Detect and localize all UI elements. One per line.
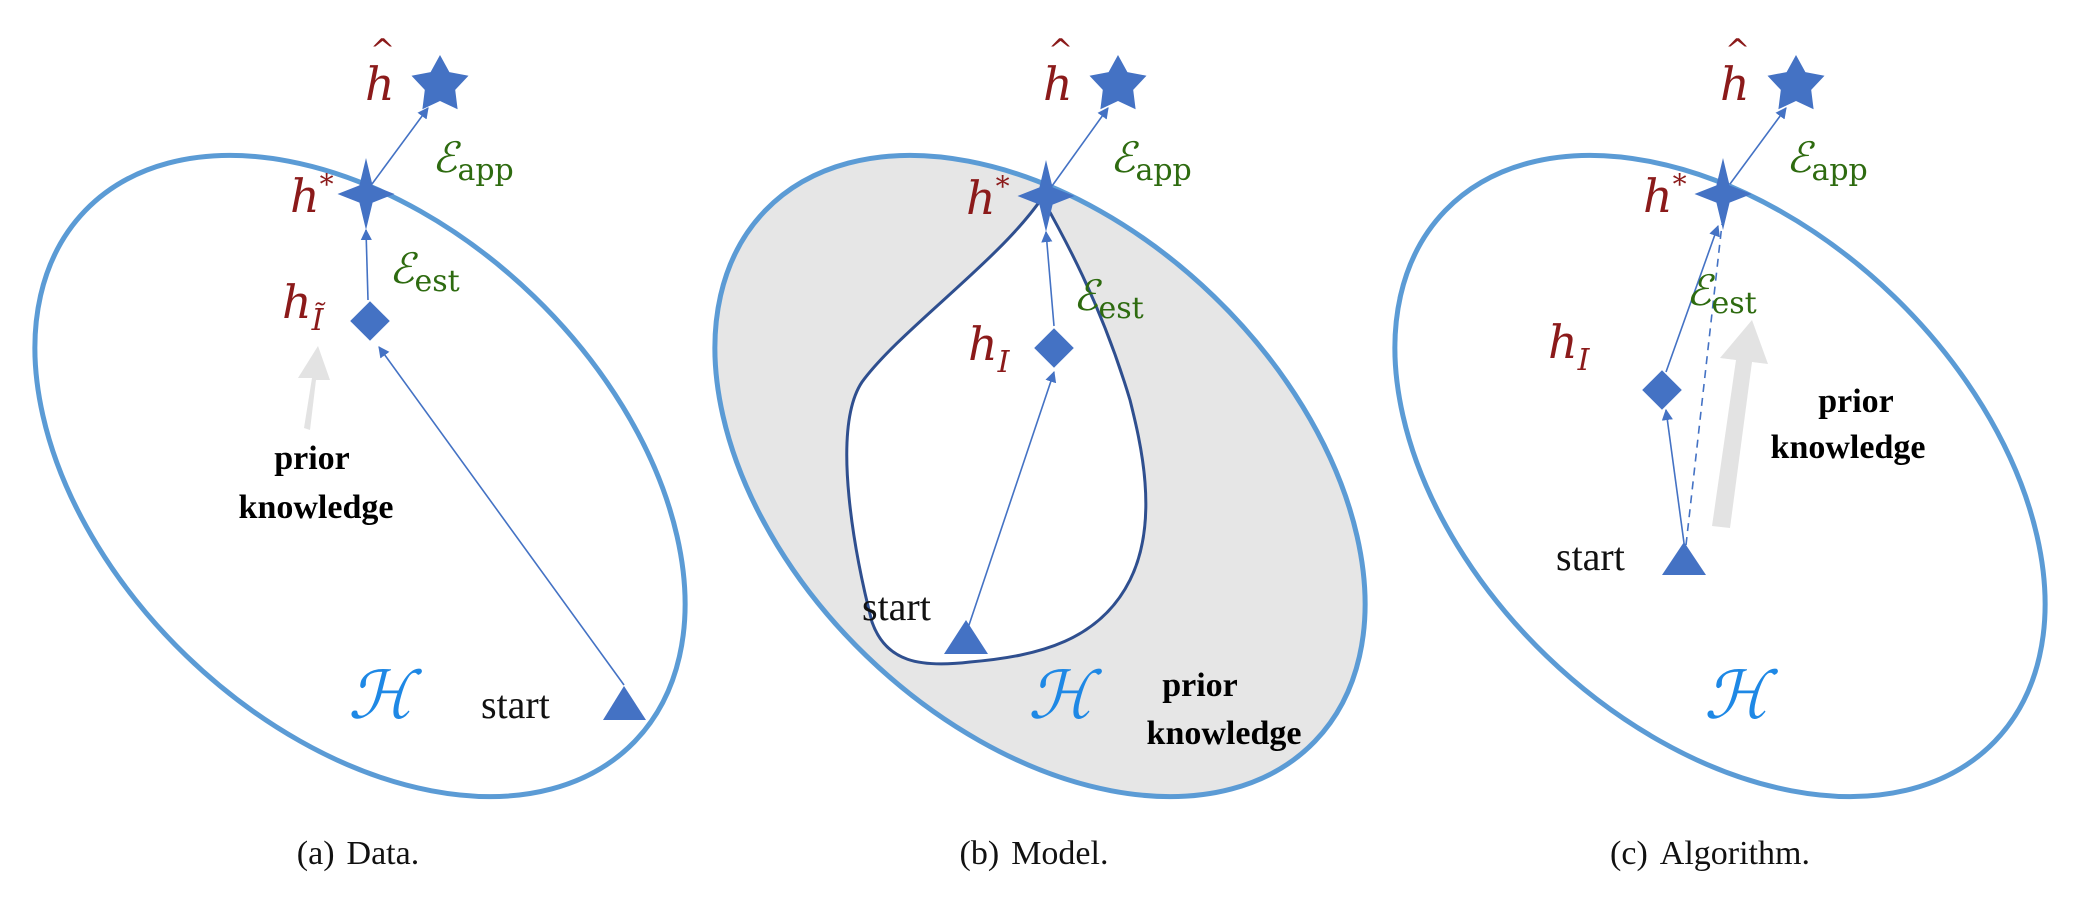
start-triangle-icon [603,686,646,720]
h-hat-label: h [1720,57,1750,111]
estimation-error-label: ℰest [1686,266,1757,321]
intermediate-to-optimal-line [1665,224,1720,373]
panel-c-algorithm: h ^ h* hI ℰapp ℰest prior knowledge star… [1392,33,2048,872]
estimation-error-label: ℰest [1073,271,1144,326]
model-subspace-region [845,195,1148,666]
h-hat-accent: ^ [370,33,395,68]
caption-c: (c)Algorithm. [1610,835,1810,872]
hypothesis-space-label: ℋ [1028,657,1103,734]
caption-a: (a)Data. [297,835,419,872]
panel-a-data: h ^ h* hĨ ℰapp ℰest prior knowledge ℋ st… [32,33,688,872]
start-label: start [481,682,550,727]
optimal-star-icon [1694,158,1752,230]
start-label: start [862,584,931,629]
optimal-to-hat-line [1729,107,1787,185]
hypothesis-space-ellipse [1392,152,2048,800]
intermediate-to-optimal-line [360,228,372,301]
panel-b-model: h ^ h* hI ℰapp ℰest start ℋ prior knowle… [712,33,1368,872]
prior-knowledge-arrow [1712,320,1768,528]
start-to-optimal-dashed-line [1685,223,1723,546]
start-to-intermediate-line [1661,408,1685,544]
prior-knowledge-line1: prior [274,440,350,477]
prior-knowledge-arrow [298,346,330,430]
start-label: start [1556,534,1625,579]
hypothesis-space-ellipse [32,152,688,800]
start-triangle-icon [944,620,988,654]
h-intermediate-label: hĨ [282,275,326,338]
approximation-error-label: ℰapp [432,133,514,188]
prior-knowledge-line2: knowledge [239,489,394,526]
h-hat-label: h [365,57,395,111]
h-star-label: h* [966,170,1010,225]
optimal-to-hat-line [371,107,429,185]
h-hat-accent: ^ [1725,33,1750,68]
intermediate-diamond-icon [350,301,390,341]
start-to-intermediate-line [967,370,1057,629]
prior-knowledge-line2: knowledge [1147,715,1302,752]
target-star-icon [411,55,469,110]
target-star-icon [1089,55,1147,110]
intermediate-to-optimal-line [1041,230,1055,327]
prior-knowledge-line1: prior [1162,667,1238,704]
estimation-error-label: ℰest [389,244,460,299]
approximation-error-label: ℰapp [1786,133,1868,188]
start-to-intermediate-line [378,346,625,686]
hypothesis-space-label: ℋ [348,657,423,734]
caption-b: (b)Model. [960,835,1109,872]
start-triangle-icon [1662,542,1706,575]
hypothesis-space-label: ℋ [1704,657,1779,734]
h-hat-accent: ^ [1048,33,1073,68]
approximation-error-label: ℰapp [1110,133,1192,188]
target-star-icon [1767,55,1825,110]
prior-knowledge-line2: knowledge [1771,429,1926,466]
h-star-label: h* [290,168,334,223]
h-intermediate-label: hI [968,317,1011,380]
optimal-to-hat-line [1051,107,1109,187]
intermediate-diamond-icon [1642,370,1682,410]
optimal-star-icon [337,158,395,230]
optimal-star-icon [1017,160,1075,232]
h-star-label: h* [1643,168,1687,223]
h-hat-label: h [1043,57,1073,111]
h-intermediate-label: hI [1548,315,1591,378]
prior-knowledge-line1: prior [1818,383,1894,420]
